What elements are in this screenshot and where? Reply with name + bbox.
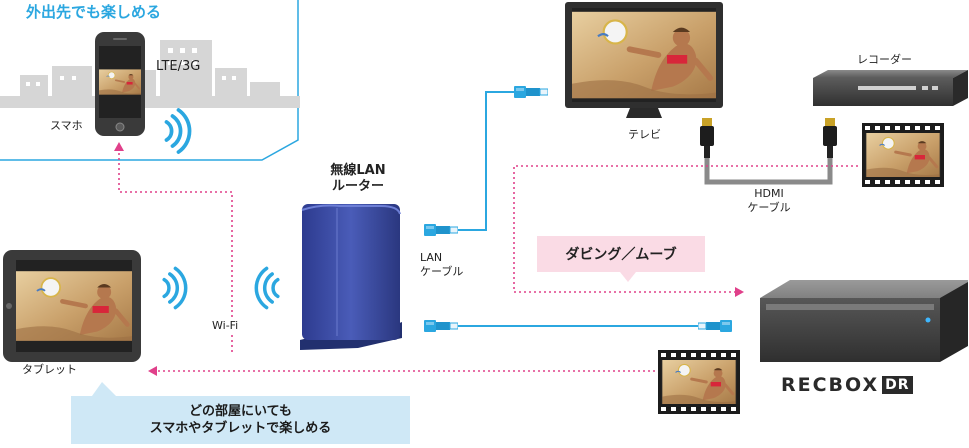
television [565,2,723,118]
callout-line2: スマホやタブレットで楽しめる [149,421,332,436]
lan-cables [424,85,732,333]
smartphone-wifi-icon [164,108,192,154]
photo-thumbnail-icon [99,69,141,94]
wireless-router [300,204,402,350]
recbox-device [760,280,968,362]
arrow-heads [114,142,744,376]
outdoor-frame-line [0,0,299,161]
outdoor-area [0,0,300,161]
dubbing-label: ダビング／ムーブ [537,236,705,272]
hdmi-cable [700,118,837,185]
hdmi-cable-label-line1: HDMI [754,187,784,200]
photo-thumbnail-icon [16,271,132,341]
network-label: LTE/3G [156,59,201,74]
lan-connector-icon [424,319,458,333]
smartphone-device [95,32,145,136]
film-strip-icon [658,350,740,414]
tablet-device [3,250,141,362]
film-strip-icon [862,123,944,187]
recbox-logo-badge: DR [882,376,913,394]
hdmi-cable-label-line2: ケーブル [747,201,791,214]
lan-connector-icon [514,85,548,99]
router-label: 無線LAN ルーター [324,163,392,195]
lan-cable-label-line2: ケーブル [420,265,464,278]
smartphone-label: スマホ [50,119,83,132]
hdmi-connector-icon [700,118,714,158]
callout-line1: どの部屋にいても [189,404,292,419]
lan-connector-icon [424,223,458,237]
city-skyline [0,40,300,108]
tv-label: テレビ [628,128,661,141]
recbox-logo-main: RECBOX [781,374,880,396]
wifi-label: Wi-Fi [210,319,241,333]
dubbing-pointer [620,272,636,282]
router-wifi-icon [254,266,280,310]
hdmi-cable-label: HDMI ケーブル [738,187,800,215]
lan-cable-label: LAN ケーブル [420,251,463,279]
tablet-label: タブレット [22,363,77,376]
router-label-line2: ルーター [331,179,384,194]
outdoor-title: 外出先でも楽しめる [26,3,162,21]
streaming-arrows [118,150,858,372]
lan-cable-label-line1: LAN [420,251,443,264]
hdmi-connector-icon [823,118,837,158]
recorder-device [813,70,968,106]
lan-connector-icon [698,319,732,333]
callout-pointer [92,382,116,396]
recorder-label: レコーダー [857,53,912,66]
tablet-wifi-icon [162,266,188,310]
callout-box: どの部屋にいても スマホやタブレットで楽しめる [71,396,410,444]
router-label-line1: 無線LAN [330,163,386,178]
photo-thumbnail-icon [572,12,716,98]
